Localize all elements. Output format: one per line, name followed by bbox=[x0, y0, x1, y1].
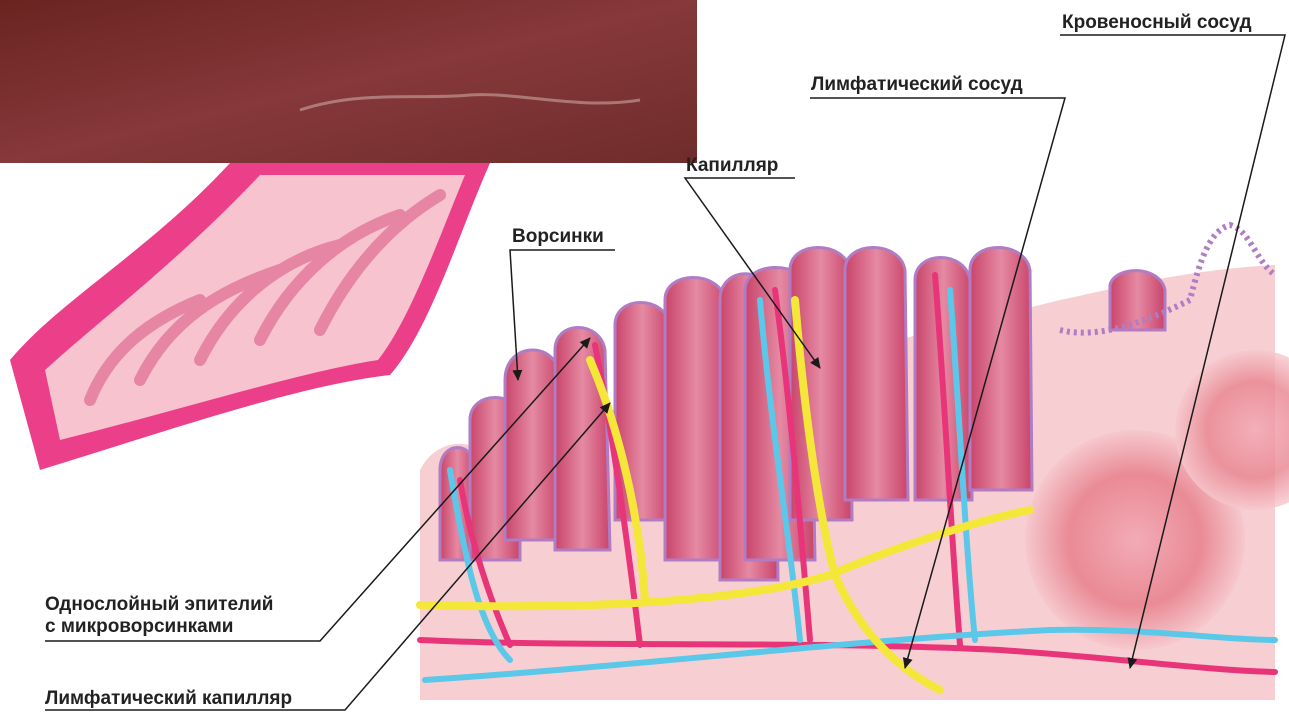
label-villi: Ворсинки bbox=[512, 226, 604, 248]
label-epithelium: Однослойный эпителий с микроворсинками bbox=[45, 594, 273, 638]
label-lymph-capillary: Лимфатический капилляр bbox=[45, 688, 292, 710]
label-capillary: Капилляр bbox=[686, 155, 778, 177]
label-blood-vessel: Кровеносный сосуд bbox=[1062, 12, 1252, 34]
villus bbox=[970, 248, 1032, 491]
villus bbox=[845, 248, 908, 501]
villus bbox=[505, 350, 560, 540]
villus bbox=[555, 328, 610, 551]
label-lymph-vessel: Лимфатический сосуд bbox=[811, 74, 1023, 96]
photo-strip bbox=[0, 0, 697, 163]
villus bbox=[615, 303, 670, 521]
